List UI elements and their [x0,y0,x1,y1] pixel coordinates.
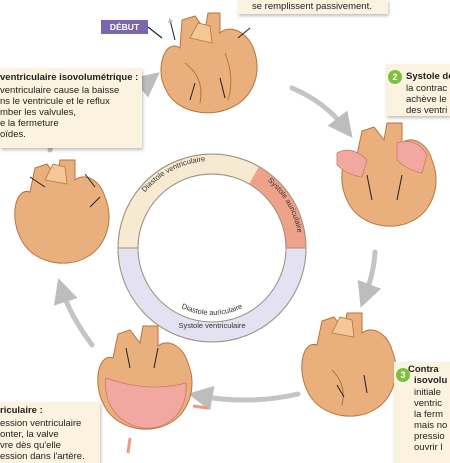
heart-left [14,159,110,264]
left-box-line-4: e la fermeture [0,118,59,129]
step-2-line-3: des ventri [406,105,448,116]
bottom-left-box-line-4: ession dans l'artère. [0,451,85,462]
start-pointer-arrow [147,26,163,39]
step-2-line-1: la contrac [406,83,448,94]
ring-highlight-systole-auriculaire [249,166,306,248]
heart-top [160,12,258,114]
bottom-left-box-line-2: onter, la valve [0,429,59,440]
left-box-line-1: ventriculaire cause la baisse [0,85,120,96]
step-3-box: 3 Contra isovolu initiale ventric la fer… [394,362,450,463]
heart-right [336,122,437,227]
step-3-line-6: ouvrir l [414,442,443,453]
step-3-line-4: mais no [414,420,448,431]
step-3-title-1: Contra [408,364,439,375]
bottom-left-box-line-3: vre dès qu'elle [0,440,61,451]
cycle-arrow-bottom [187,385,301,411]
left-box-line-3: mber les valvules, [0,107,77,118]
step-2-title: Systole de [406,71,450,82]
left-box-line-2: ns le ventricule et le reflux [0,96,110,107]
start-tag: DÉBUT [101,20,148,34]
step-3-badge: 3 [396,368,410,382]
step-3-line-3: la ferm [414,409,444,420]
step-3-line-2: ventric [414,398,442,409]
ring-lower-band [118,248,306,342]
bottom-left-box-line-1: ession ventriculaire [0,418,82,429]
step-3-line-1: initiale [414,387,441,398]
top-note-text: se remplissent passivement. [252,1,372,12]
step-3-line-5: pressio [414,431,445,442]
left-description-box: ventriculaire isovolumétrique : ventricu… [0,68,142,148]
heart-bottom-right [301,312,397,417]
step-3-title-2: isovolu [414,375,448,386]
step-2-box: 2 Systole de la contrac achève le des ve… [386,64,450,116]
top-note-box: se remplissent passivement. [238,0,388,14]
bottom-left-description-box: riculaire : ession ventriculaire onter, … [0,402,100,463]
bottom-left-box-title: riculaire : [0,405,43,416]
step-2-badge: 2 [388,70,402,84]
cycle-arrow-top-right [289,85,353,138]
step-2-line-2: achève le [406,94,447,105]
cycle-arrow-right [357,249,382,308]
phase-ring: Diastole ventriculaire Systole auriculai… [117,153,307,343]
heart-bottom-left [77,325,209,454]
label-systole-ventriculaire: Systole ventriculaire [178,321,245,330]
left-box-line-5: oïdes. [0,129,26,140]
cycle-arrow-bottom-left [53,278,95,348]
left-box-title: ventriculaire isovolumétrique : [0,72,139,83]
